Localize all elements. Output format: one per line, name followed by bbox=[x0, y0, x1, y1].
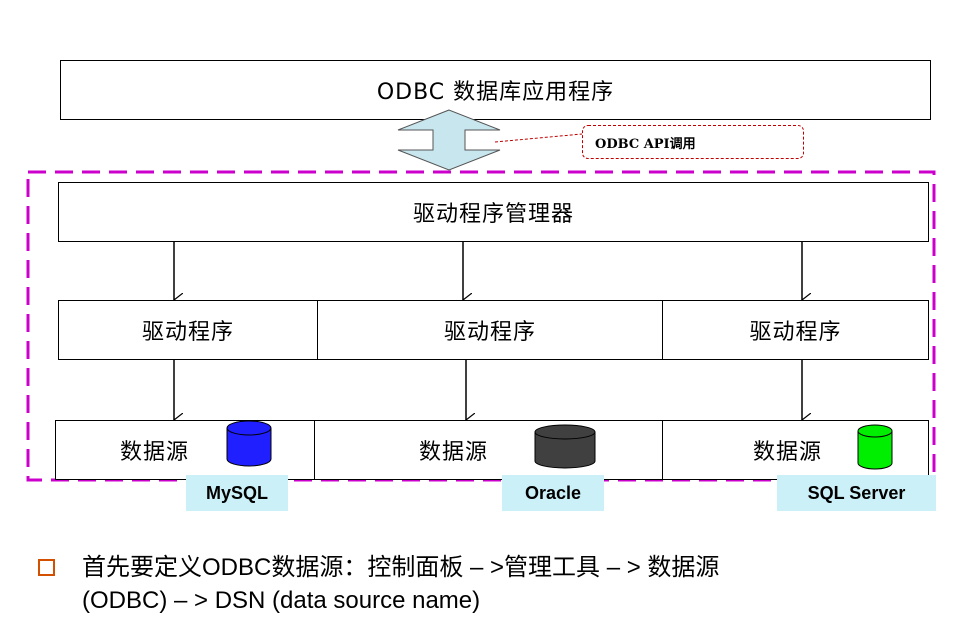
callout-pointer bbox=[494, 133, 583, 143]
datasource-box-1: 数据源 bbox=[55, 420, 315, 480]
driver-box-3: 驱动程序 bbox=[662, 300, 929, 360]
odbc-application-label: ODBC 数据库应用程序 bbox=[376, 80, 615, 105]
driver-label-2: 驱动程序 bbox=[443, 320, 536, 345]
driver-label-3: 驱动程序 bbox=[749, 320, 842, 345]
driver-box-2: 驱动程序 bbox=[317, 300, 663, 360]
driver-manager-box: 驱动程序管理器 bbox=[58, 182, 929, 242]
oracle-database-icon bbox=[534, 424, 596, 469]
driver-box-1: 驱动程序 bbox=[58, 300, 318, 360]
sqlserver-label: SQL Server bbox=[777, 475, 936, 511]
api-call-callout: ODBC API调用 bbox=[582, 125, 804, 159]
oracle-label: Oracle bbox=[502, 475, 604, 511]
driver-boundary bbox=[26, 170, 936, 482]
sqlserver-database-icon bbox=[857, 424, 893, 470]
datasource-label-2: 数据源 bbox=[419, 440, 489, 465]
datasource-label-3: 数据源 bbox=[753, 440, 823, 465]
note-line-2: (ODBC) – > DSN (data source name) bbox=[82, 587, 481, 614]
driver-label-1: 驱动程序 bbox=[141, 320, 234, 345]
driver-manager-label: 驱动程序管理器 bbox=[412, 202, 574, 227]
datasource-label-1: 数据源 bbox=[120, 440, 190, 465]
mysql-database-icon bbox=[226, 420, 272, 467]
api-double-arrow bbox=[397, 109, 501, 171]
mysql-label: MySQL bbox=[186, 475, 288, 511]
odbc-application-box: ODBC 数据库应用程序 bbox=[60, 60, 931, 120]
square-bullet-icon bbox=[38, 559, 55, 576]
note-line-1: 首先要定义ODBC数据源：控制面板 – >管理工具 – > 数据源 bbox=[82, 554, 720, 581]
api-call-label: ODBC API调用 bbox=[595, 136, 696, 152]
